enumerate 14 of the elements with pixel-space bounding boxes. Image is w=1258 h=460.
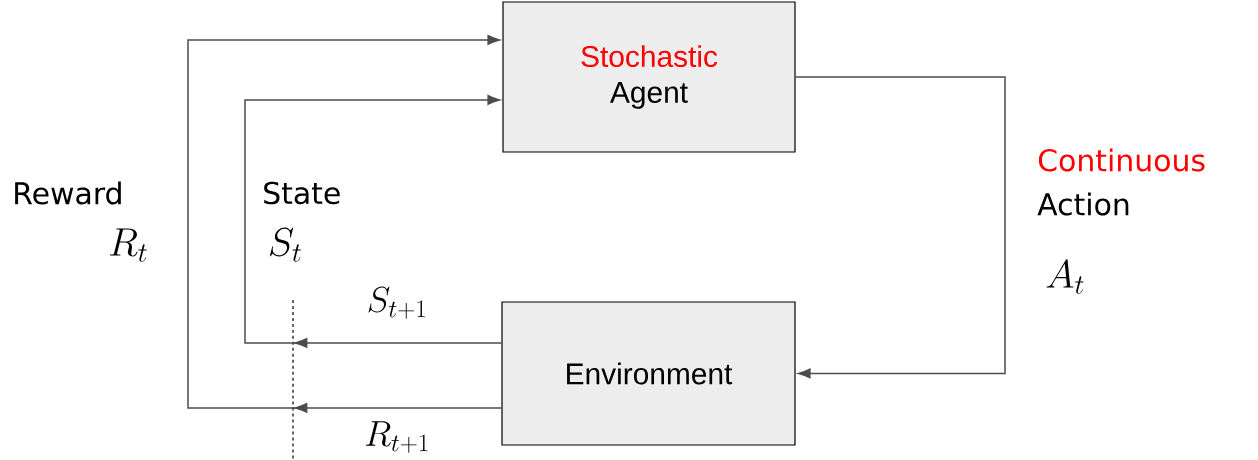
arrow: [244, 95, 503, 348]
process-box: Environment: [501, 301, 796, 446]
label: Continuous: [1038, 148, 1205, 172]
process-box: Stochastic Agent: [502, 1, 796, 153]
math-label: $R_t$: [109, 228, 147, 262]
label: Action: [1037, 192, 1129, 216]
edge-label: $R_{t+1}$: [363, 420, 431, 454]
edge-label: $S_{t+1}$: [365, 286, 429, 320]
label: Reward: [15, 181, 121, 205]
math-label: $S_t$: [269, 227, 301, 262]
arrow: [187, 35, 503, 413]
arrow: [794, 76, 1006, 379]
label: State: [264, 181, 340, 205]
math-label: $A_t$: [1046, 259, 1084, 294]
